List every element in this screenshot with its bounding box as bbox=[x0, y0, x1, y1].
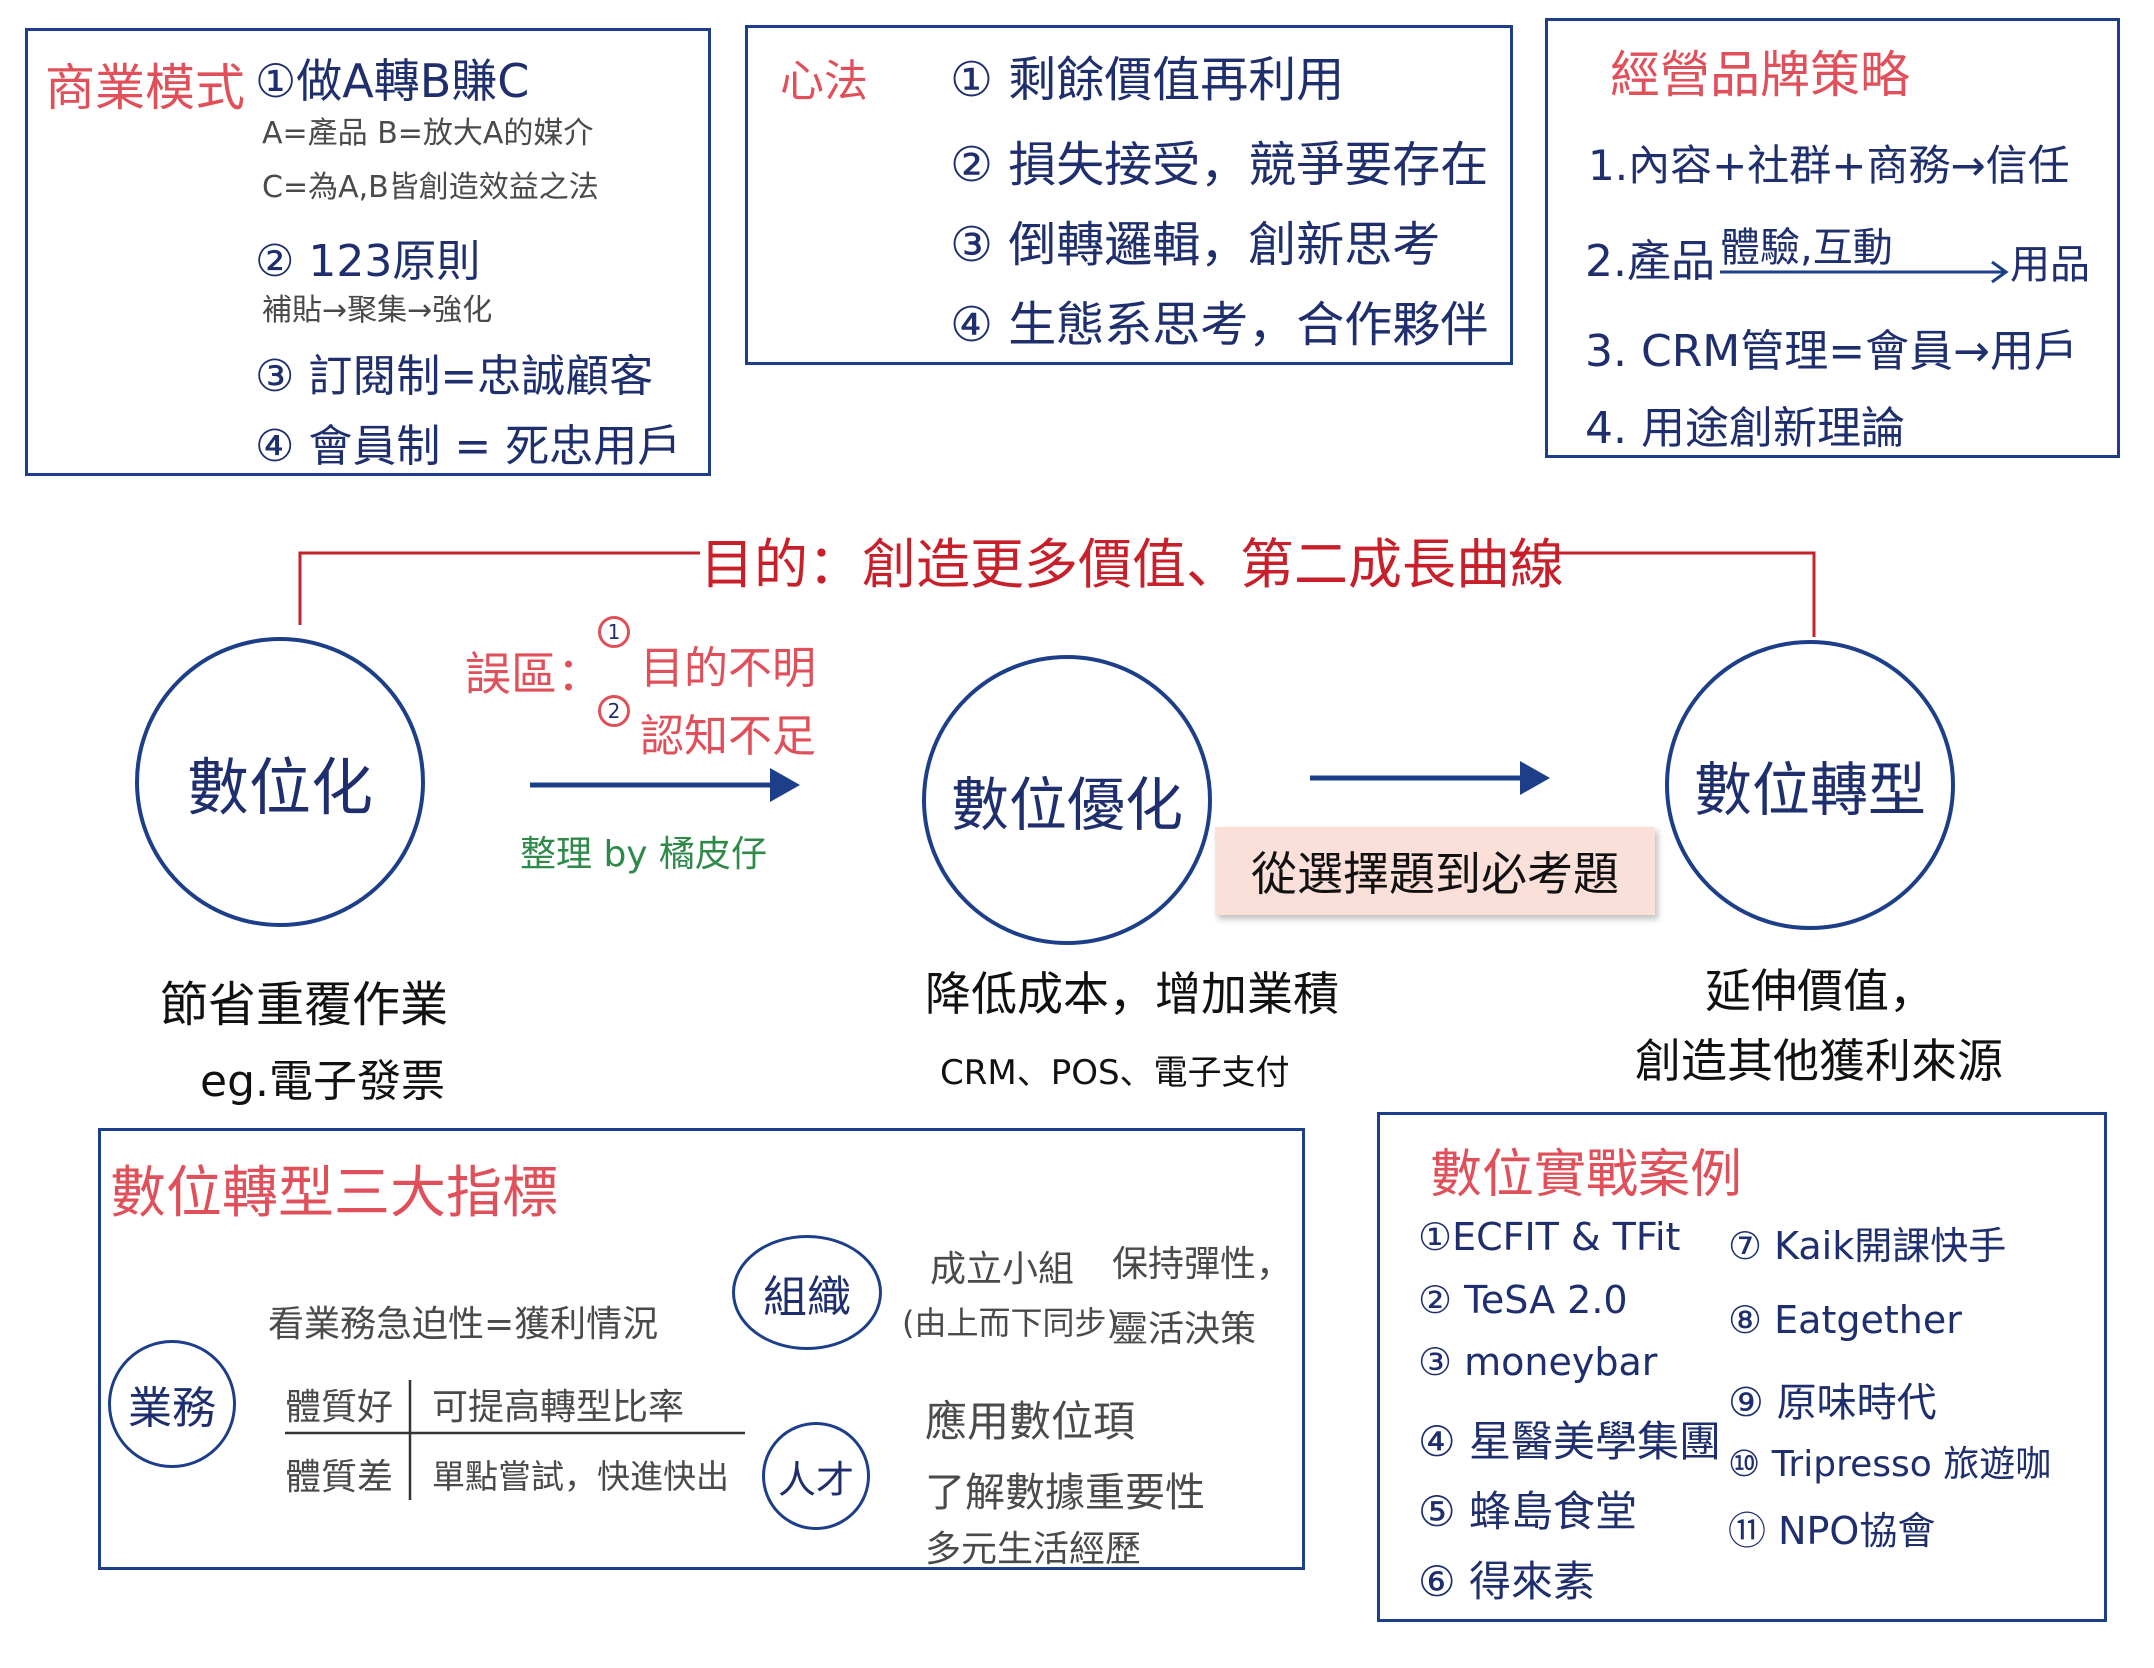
org-col1-line2: (由上而下同步) bbox=[902, 1304, 1119, 1342]
stage-optimization-desc2: CRM、POS、電子支付 bbox=[940, 1053, 1290, 1093]
stage-transformation-circle: 數位轉型 bbox=[1665, 640, 1955, 930]
brand-box bbox=[1545, 18, 2120, 458]
stage-optimization-circle: 數位優化 bbox=[922, 655, 1212, 945]
cases-box bbox=[1377, 1112, 2107, 1622]
misconception-label: 誤區： bbox=[465, 647, 603, 701]
mindset-item-1: ① 剩餘價值再利用 bbox=[950, 52, 1345, 108]
talent-circle: 人才 bbox=[762, 1422, 870, 1530]
misconception-item1: 目的不明 bbox=[640, 643, 816, 694]
stage-optimization-title: 數位優化 bbox=[950, 771, 1183, 839]
misconception-num-1: 1 bbox=[598, 616, 630, 648]
brand-item4: 4. 用途創新理論 bbox=[1585, 403, 1905, 454]
stage-digitization-desc2: eg.電子發票 bbox=[200, 1056, 445, 1107]
mindset-title: 心法 bbox=[780, 56, 868, 107]
talent-line-1: 應用數位頊 bbox=[925, 1397, 1136, 1446]
brand-title: 經營品牌策略 bbox=[1610, 46, 1910, 104]
case-right-11: ⑪ NPO協會 bbox=[1728, 1509, 1936, 1553]
business-model-item2: ② 123原則 bbox=[255, 236, 481, 287]
business-model-box bbox=[25, 28, 711, 476]
business-model-item1: ①做A轉B賺C bbox=[255, 54, 530, 108]
mindset-item-3: ③ 倒轉邏輯，創新思考 bbox=[950, 217, 1441, 273]
business-row2-right: 單點嘗試，快進快出 bbox=[432, 1457, 729, 1496]
misconception-num-2: 2 bbox=[598, 695, 630, 727]
case-right-8: ⑧ Eatgether bbox=[1728, 1298, 1962, 1342]
case-left-4: ④ 星醫美學集團 bbox=[1418, 1417, 1722, 1466]
org-col1-line1: 成立小組 bbox=[930, 1249, 1075, 1290]
stage-transformation-desc2: 創造其他獲利來源 bbox=[1635, 1034, 2003, 1088]
tag-badge: 從選擇題到必考題 bbox=[1215, 827, 1655, 915]
business-row1-left: 體質好 bbox=[285, 1387, 394, 1428]
business-model-item3: ③ 訂閱制=忠誠顧客 bbox=[255, 351, 654, 402]
case-left-2: ② TeSA 2.0 bbox=[1418, 1278, 1628, 1322]
mindset-item-2: ② 損失接受，競爭要存在 bbox=[950, 137, 1489, 193]
goal-bracket-left bbox=[298, 551, 700, 625]
stage-digitization-title: 數位化 bbox=[186, 751, 373, 824]
org-col2-line1: 保持彈性， bbox=[1112, 1244, 1293, 1285]
stage-digitization-desc1: 節省重覆作業 bbox=[160, 977, 449, 1033]
stage-optimization-desc1: 降低成本，增加業積 bbox=[925, 967, 1339, 1021]
case-left-5: ⑤ 蜂島食堂 bbox=[1418, 1487, 1638, 1536]
mindset-box bbox=[745, 25, 1513, 365]
case-left-3: ③ moneybar bbox=[1418, 1340, 1658, 1384]
talent-line-2: 了解數據重要性 bbox=[925, 1470, 1205, 1516]
business-circle-label: 業務 bbox=[128, 1383, 216, 1434]
org-circle-label: 組織 bbox=[763, 1271, 851, 1323]
business-line: 看業務急迫性=獲利情況 bbox=[268, 1304, 659, 1345]
case-right-10: ⑩ Tripresso 旅遊咖 bbox=[1728, 1444, 2052, 1485]
org-circle: 組織 bbox=[732, 1235, 882, 1350]
credit-text: 整理 by 橘皮仔 bbox=[520, 834, 768, 875]
brand-item2-prefix: 2.產品 bbox=[1585, 236, 1715, 287]
business-model-item1-sub1: A=產品 B=放大A的媒介 bbox=[262, 116, 594, 151]
indicators-title: 數位轉型三大指標 bbox=[110, 1161, 558, 1226]
org-col2-line2: 靈活決策 bbox=[1112, 1309, 1257, 1350]
case-right-9: ⑨ 原味時代 bbox=[1728, 1380, 1937, 1426]
brand-item2-suffix: 用品 bbox=[2010, 242, 2090, 288]
business-row2-left: 體質差 bbox=[285, 1457, 394, 1498]
goal-text: 目的：創造更多價值、第二成長曲線 bbox=[700, 533, 1564, 596]
business-model-item1-sub2: C=為A,B皆創造效益之法 bbox=[262, 170, 599, 205]
talent-line-3: 多元生活經歷 bbox=[925, 1529, 1142, 1570]
brand-item2-arrow-label: 體驗,互動 bbox=[1720, 225, 1893, 271]
stage-digitization-circle: 數位化 bbox=[135, 637, 425, 927]
case-left-6: ⑥ 得來素 bbox=[1418, 1557, 1596, 1606]
stage-transformation-title: 數位轉型 bbox=[1693, 756, 1926, 824]
cases-title: 數位實戰案例 bbox=[1430, 1145, 1743, 1205]
indicators-box bbox=[98, 1128, 1305, 1570]
business-row1-right: 可提高轉型比率 bbox=[432, 1387, 685, 1428]
business-model-item2-sub: 補貼→聚集→強化 bbox=[262, 293, 493, 328]
brand-product-arrowhead bbox=[1991, 260, 2009, 284]
business-model-item4: ④ 會員制 = 死忠用戶 bbox=[255, 421, 682, 472]
arrowhead-1 bbox=[770, 768, 800, 802]
mindset-item-4: ④ 生態系思考，合作夥伴 bbox=[950, 297, 1489, 353]
brand-item1: 1.內容+社群+商務→信任 bbox=[1588, 141, 2070, 190]
talent-circle-label: 人才 bbox=[777, 1457, 854, 1502]
case-right-7: ⑦ Kaik開課快手 bbox=[1728, 1224, 2007, 1268]
stage-transformation-desc1: 延伸價值， bbox=[1705, 964, 1935, 1018]
brand-item3: 3. CRM管理=會員→用戶 bbox=[1585, 326, 2078, 377]
business-circle: 業務 bbox=[108, 1340, 236, 1468]
arrowhead-2 bbox=[1520, 761, 1550, 795]
case-left-1: ①ECFIT & TFit bbox=[1418, 1215, 1681, 1259]
business-model-title: 商業模式 bbox=[45, 59, 245, 117]
goal-bracket-right bbox=[1510, 551, 1816, 637]
misconception-item2: 認知不足 bbox=[640, 711, 816, 762]
